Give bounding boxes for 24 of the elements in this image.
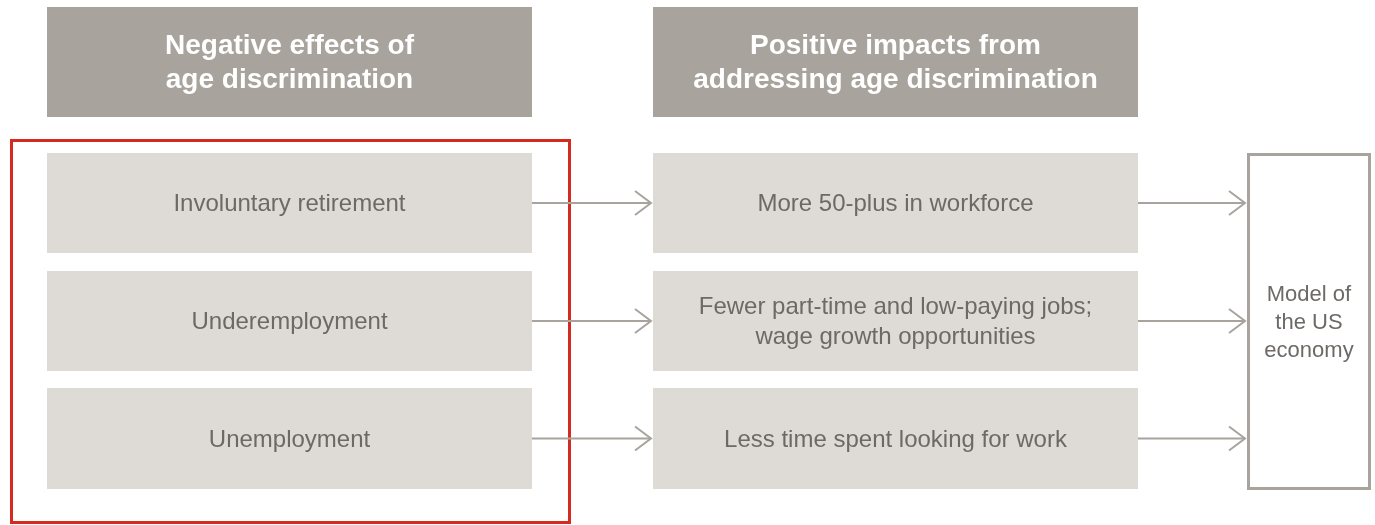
arrow [1137, 190, 1246, 216]
column-header [47, 7, 532, 117]
arrow [531, 190, 652, 216]
box-text: Involuntary retirement [173, 188, 406, 218]
process-box [653, 271, 1138, 371]
box-text: Less time spent looking for work [724, 423, 1067, 454]
outlined-box [1247, 153, 1371, 490]
arrow [1137, 425, 1246, 452]
column-header [653, 7, 1138, 117]
box-text: Positive impacts from addressing age discrimination [692, 28, 1099, 96]
process-box [47, 153, 532, 253]
process-box [47, 388, 532, 489]
box-text: Negative effects of age discrimination [164, 28, 415, 96]
box-text: Unemployment [208, 423, 371, 454]
process-box [653, 153, 1138, 253]
process-box [47, 271, 532, 371]
box-text: Fewer part-time and low-paying jobs; wage growth opportunities [698, 291, 1093, 351]
box-text: More 50-plus in workforce [757, 188, 1034, 218]
arrow [531, 425, 652, 452]
arrow [531, 308, 652, 334]
box-text: Model of the US economy [1263, 279, 1355, 364]
process-box [653, 388, 1138, 489]
arrow [1137, 308, 1246, 334]
box-text: Underemployment [191, 306, 388, 336]
